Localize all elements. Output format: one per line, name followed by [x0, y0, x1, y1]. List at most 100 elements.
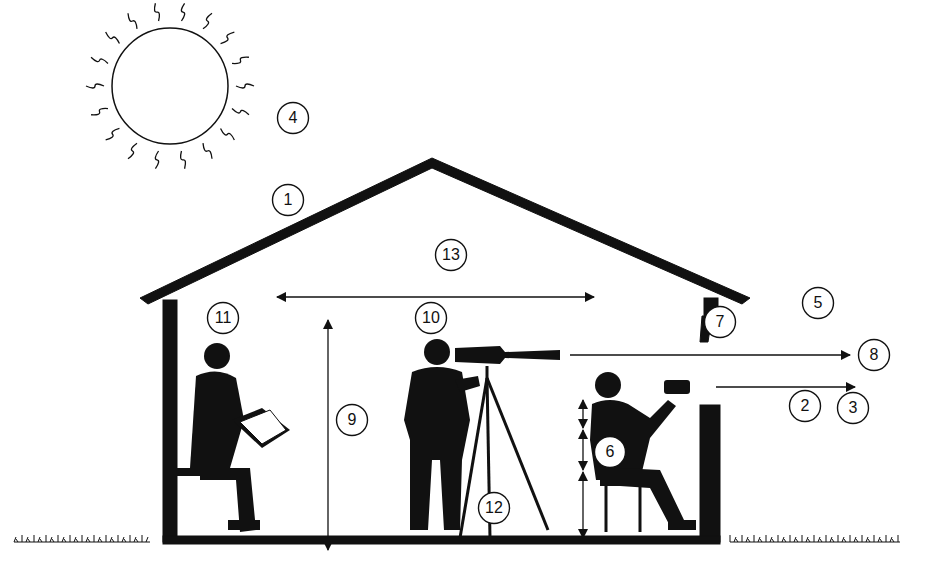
- person-with-binoculars: [590, 372, 696, 532]
- callout-circle: 11: [206, 301, 240, 335]
- callout-ring: [273, 185, 304, 216]
- reading-person: [177, 343, 290, 532]
- ground-line: [730, 542, 900, 543]
- grass-blade: [730, 535, 731, 542]
- grass-blade: [742, 535, 743, 542]
- callout-ring: [595, 437, 626, 468]
- grass-blade: [734, 537, 736, 542]
- sun-ray: [86, 84, 104, 88]
- person-with-telescope: [404, 339, 560, 538]
- grass-blade: [14, 537, 16, 542]
- grass-blade: [118, 535, 119, 542]
- sun-ray: [203, 13, 212, 29]
- grass-blade: [814, 535, 815, 542]
- grass-blade: [62, 537, 64, 542]
- grass-blade: [26, 537, 28, 542]
- grass-blade: [782, 537, 784, 542]
- grass-blade: [850, 535, 851, 542]
- grass-blade: [754, 535, 755, 542]
- grass-blade: [830, 537, 832, 542]
- callout-ring: [803, 288, 834, 319]
- sun-ray: [181, 3, 184, 21]
- grass-blade: [854, 537, 856, 542]
- sun-ray: [128, 143, 137, 159]
- sun-ray: [91, 57, 108, 63]
- grass-blade: [874, 535, 875, 542]
- grass-blade: [890, 537, 892, 542]
- callout-number: 9: [348, 412, 357, 428]
- callout-ring: [859, 340, 890, 371]
- grass-blade: [142, 535, 143, 542]
- callout-number: 12: [485, 500, 503, 516]
- callout-ring: [479, 493, 510, 524]
- grass-blade: [146, 537, 148, 542]
- callout-circle: 6: [593, 435, 627, 469]
- callout-number: 10: [422, 310, 440, 326]
- grass-blade: [50, 537, 52, 542]
- callout-circle: 13: [434, 238, 468, 272]
- grass-blade: [58, 535, 59, 542]
- grass-blade: [862, 535, 863, 542]
- sun-ray: [221, 128, 235, 140]
- callout-number: 6: [606, 444, 615, 460]
- callout-number: 2: [801, 398, 810, 414]
- sun-ray: [203, 143, 212, 159]
- sun-ray: [106, 32, 120, 44]
- hide-building: [140, 158, 750, 544]
- callout-circle: 8: [857, 338, 891, 372]
- callout-ring: [208, 303, 239, 334]
- callout-circle: 5: [801, 286, 835, 320]
- grass-blade: [802, 535, 803, 542]
- grass: [14, 535, 900, 542]
- sun-ray: [232, 57, 249, 63]
- grass-blade: [94, 535, 95, 542]
- dimension-arrows: [277, 297, 855, 550]
- callout-ring: [416, 303, 447, 334]
- callout-number: 13: [442, 247, 460, 263]
- callout-number: 11: [215, 310, 232, 326]
- grass-blade: [818, 537, 820, 542]
- grass-blade: [110, 537, 112, 542]
- callout-ring: [278, 103, 309, 134]
- callout-circle: 3: [836, 391, 870, 425]
- callout-number: 3: [849, 400, 858, 416]
- sun-ray: [155, 3, 160, 21]
- callout-ring: [436, 240, 467, 271]
- sun: [86, 3, 254, 168]
- ground-line: [14, 542, 150, 543]
- sun-ray: [155, 151, 158, 169]
- callout-circle: 9: [335, 403, 369, 437]
- callout-circle: 12: [477, 491, 511, 525]
- sun-ray: [106, 128, 120, 140]
- callout-circle: 10: [414, 301, 448, 335]
- grass-blade: [122, 537, 124, 542]
- grass-blade: [98, 537, 100, 542]
- grass-blade: [130, 535, 131, 542]
- callout-circle: 7: [703, 305, 737, 339]
- grass-blade: [886, 535, 887, 542]
- grass-blade: [746, 537, 748, 542]
- sun-ray: [221, 32, 235, 44]
- grass-blade: [866, 537, 868, 542]
- grass-blade: [74, 537, 76, 542]
- grass-blade: [790, 535, 791, 542]
- callout-ring: [337, 405, 368, 436]
- callout-number: 7: [716, 314, 725, 330]
- grass-blade: [770, 537, 772, 542]
- callout-ring: [790, 391, 821, 422]
- callout-circle: 2: [788, 389, 822, 423]
- grass-blade: [106, 535, 107, 542]
- grass-blade: [842, 537, 844, 542]
- grass-blade: [898, 535, 899, 542]
- callout-ring: [705, 307, 736, 338]
- grass-blade: [766, 535, 767, 542]
- grass-blade: [38, 537, 40, 542]
- grass-blade: [70, 535, 71, 542]
- grass-blade: [878, 537, 880, 542]
- grass-blade: [134, 537, 136, 542]
- grass-blade: [46, 535, 47, 542]
- grass-blade: [778, 535, 779, 542]
- callout-circle: 1: [271, 183, 305, 217]
- grass-blade: [758, 537, 760, 542]
